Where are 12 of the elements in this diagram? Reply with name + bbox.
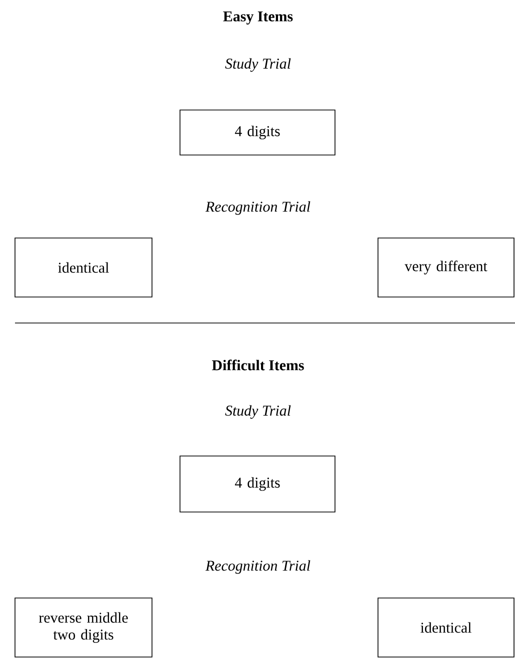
text-box: identical [378, 598, 514, 658]
section-heading: Easy Items [223, 12, 293, 24]
text-box: reverse middle two digits [14, 598, 152, 658]
section-heading: Difficult Items [212, 360, 304, 370]
text-box: very different [378, 238, 514, 298]
text-box: 4 digits [180, 456, 336, 512]
text-box: 4 digits [180, 110, 336, 156]
trial-label: Study Trial [225, 58, 291, 72]
trial-label: Recognition Trial [205, 560, 310, 574]
trial-label: Recognition Trial [205, 201, 310, 215]
trial-label: Study Trial [225, 405, 291, 419]
text-box: identical [14, 238, 152, 298]
